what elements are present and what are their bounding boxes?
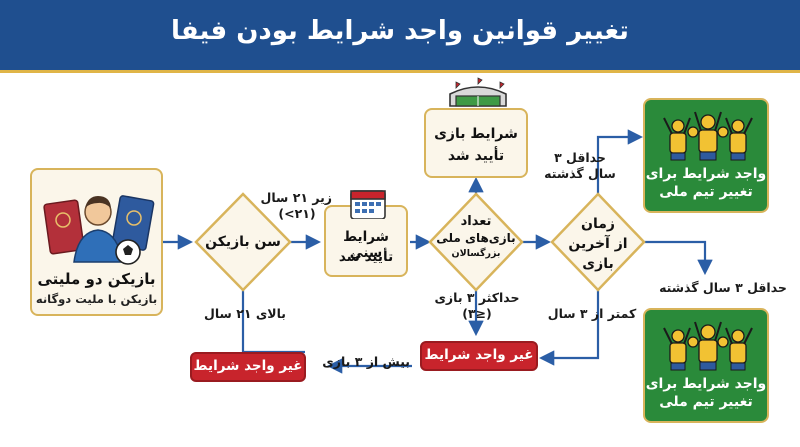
- under21-label: زیر ۲۱ سال (۲۱>): [260, 190, 332, 222]
- start-title: بازیکن دو ملیتی: [37, 270, 156, 288]
- min3years-top-line1: حداقل ۳: [554, 150, 606, 165]
- soccer-ball-icon: [115, 239, 141, 265]
- stadium-icon: [449, 77, 507, 107]
- not-eligible-box-middle: غیر واجد شرایط: [420, 341, 538, 371]
- time-decision-label: زمان از آخرین بازی: [556, 214, 640, 274]
- eligible-box-bottom: واجد شرایط برای تغییر تیم ملی: [643, 308, 769, 423]
- eligible-bottom-line2: تغییر تیم ملی: [659, 394, 753, 410]
- under21-label-line2: (۲۱>): [278, 206, 316, 221]
- over3-caps-label: بیش از ۳ بازی: [322, 354, 410, 369]
- caps-approved-line1: شرایط بازی: [434, 126, 518, 142]
- eligible-bottom-line1: واجد شرایط برای: [645, 376, 767, 392]
- team-celebration-icon: [663, 111, 753, 161]
- passport-icon: [43, 195, 155, 255]
- arrow-time-to-top-green: [596, 129, 644, 194]
- team-celebration-icon: [663, 321, 753, 371]
- under21-label-line1: زیر ۲۱ سال: [260, 190, 332, 205]
- arrow-time-to-right-green: [640, 240, 713, 276]
- time-decision-line3: بازی: [582, 256, 614, 272]
- less3years-label: کمتر از ۳ سال: [547, 306, 637, 321]
- eligible-top-line1: واجد شرایط برای: [645, 166, 767, 182]
- start-box: بازیکن دو ملیتی بازیکن با ملیت دوگانه: [30, 168, 163, 316]
- caps-approved-line2: تأیید شد: [447, 148, 505, 164]
- caps-decision-line2: بازی‌های ملی: [436, 231, 516, 245]
- time-decision-line2: از آخرین: [568, 236, 628, 252]
- over21-label: بالای ۲۱ سال: [204, 306, 286, 321]
- start-illustration: [43, 195, 155, 265]
- max3-caps-line1: حداکثر ۳ بازی: [434, 290, 520, 305]
- age-decision-label: سن بازیکن: [205, 234, 281, 250]
- age-approved-line1: شرایط سنی: [343, 229, 389, 261]
- eligible-top-text: واجد شرایط برای تغییر تیم ملی: [645, 165, 767, 201]
- caps-approved-box: شرایط بازی تأیید شد: [424, 77, 528, 178]
- max3-caps-label: حداکثر ۳ بازی (≤۳): [430, 290, 524, 322]
- min3years-right-label: حداقل ۳ سال گذشته: [659, 280, 787, 295]
- caps-decision-line1: تعداد: [460, 214, 492, 229]
- eligible-box-top: واجد شرایط برای تغییر تیم ملی: [643, 98, 769, 213]
- page-title: تغییر قوانین واجد شرایط بودن فیفا: [171, 16, 629, 46]
- caps-decision-label: تعداد بازی‌های ملی بزرگسالان: [432, 214, 520, 262]
- not-eligible-box-left: غیر واجد شرایط: [190, 352, 306, 382]
- arrow-time-to-red: [538, 290, 600, 366]
- age-approved-line2: تأیید شد: [338, 249, 394, 265]
- player-icon: [73, 196, 123, 263]
- age-decision-diamond: [194, 192, 292, 292]
- start-subtitle: بازیکن با ملیت دوگانه: [35, 292, 158, 306]
- max3-caps-line2: (≤۳): [462, 306, 492, 321]
- caps-decision-diamond: [428, 192, 524, 292]
- eligible-top-line2: تغییر تیم ملی: [659, 184, 753, 200]
- min3years-top-label: حداقل ۳ سال گذشته: [540, 150, 620, 182]
- age-approved-box: شرایط سنی تأیید شد: [324, 190, 408, 277]
- eligible-bottom-text: واجد شرایط برای تغییر تیم ملی: [645, 375, 767, 411]
- caps-decision-line3: بزرگسالان: [451, 248, 501, 259]
- calendar-icon: [350, 190, 386, 219]
- time-decision-line1: زمان: [581, 216, 615, 232]
- time-decision-diamond: [550, 192, 646, 292]
- min3years-top-line2: سال گذشته: [544, 166, 616, 181]
- header-bar: تغییر قوانین واجد شرایط بودن فیفا: [0, 0, 800, 73]
